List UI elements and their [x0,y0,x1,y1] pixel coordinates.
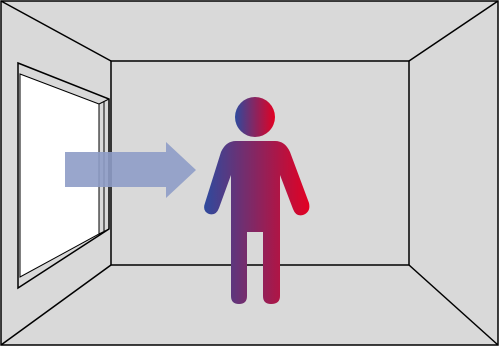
person-head [235,97,275,137]
